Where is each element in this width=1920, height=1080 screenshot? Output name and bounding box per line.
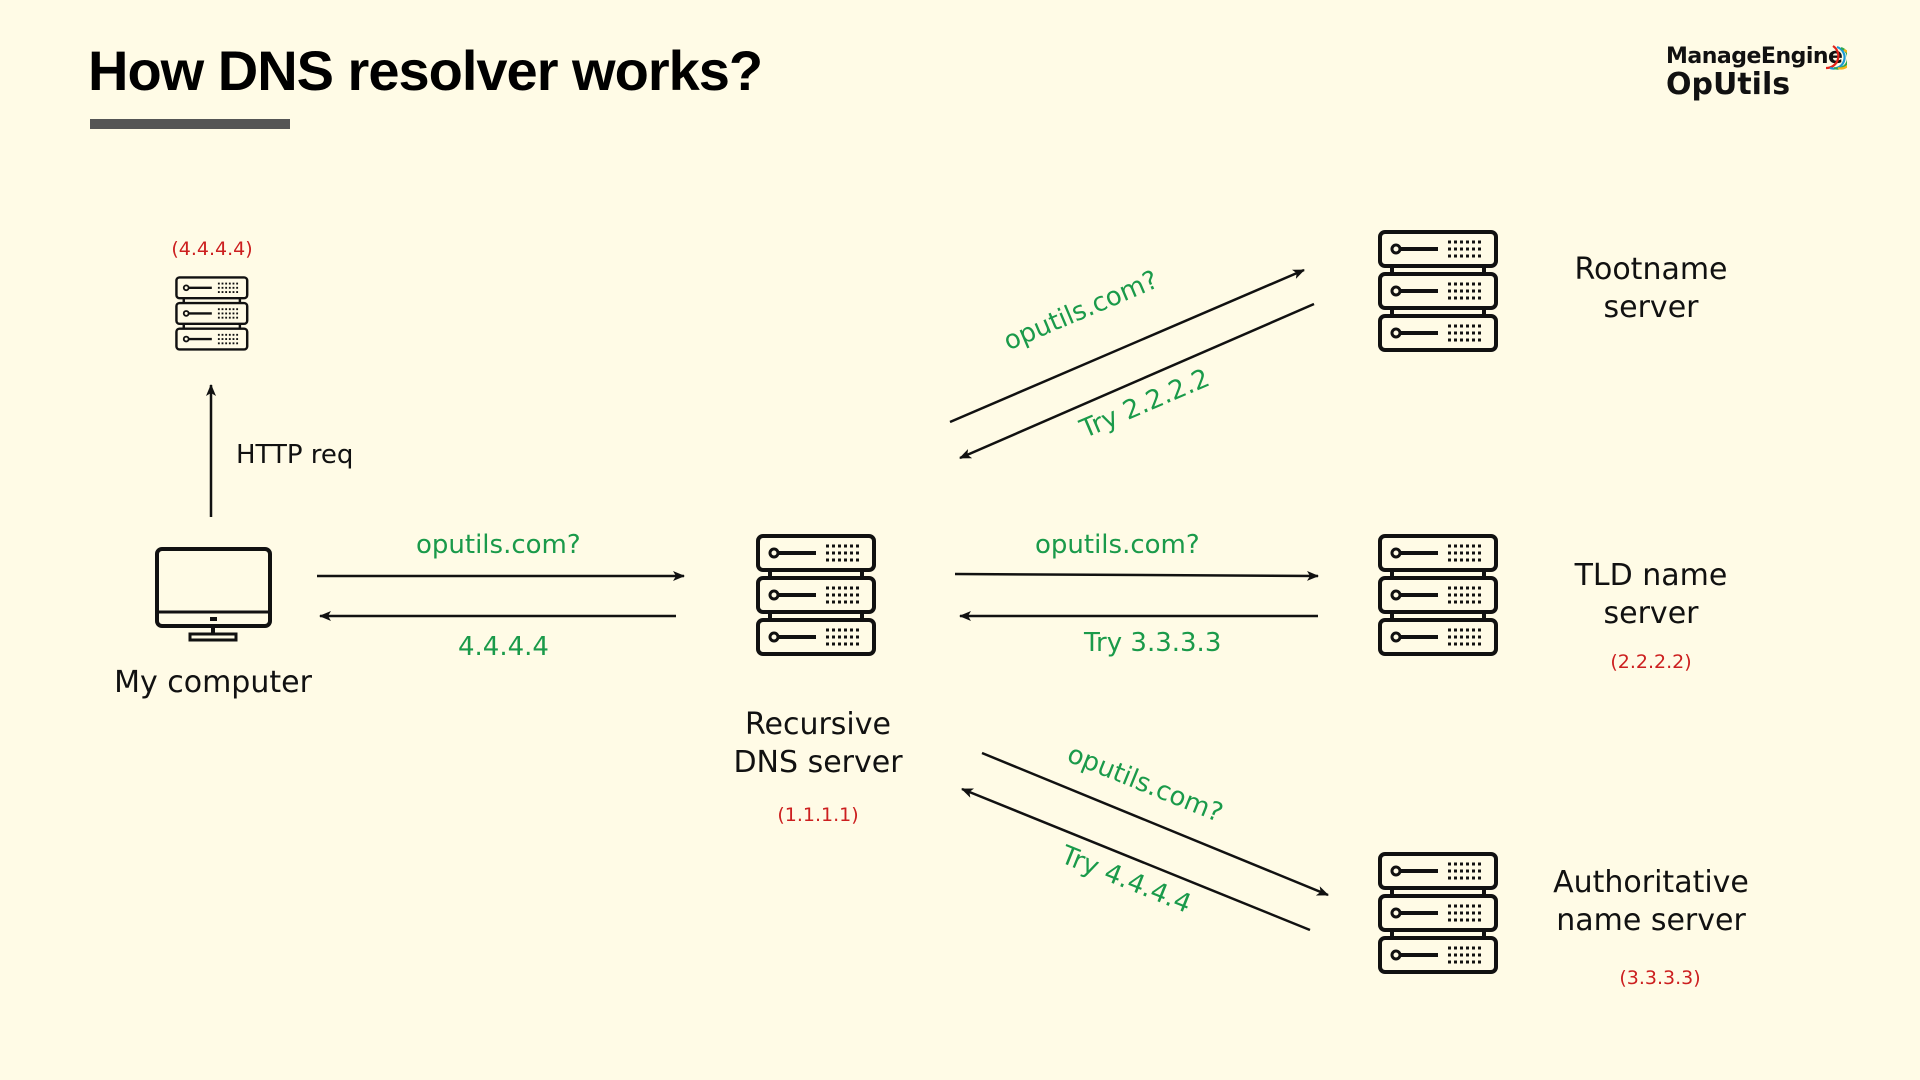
title-underline: [90, 119, 290, 129]
brand-name: ManageEngine: [1666, 44, 1843, 69]
tld-query-label: oputils.com?: [1035, 530, 1200, 560]
my-computer-label: My computer: [114, 665, 312, 700]
recursive-to-root-arrow: [949, 268, 1305, 424]
brand-arc-icon: [1825, 45, 1847, 70]
auth-to-recursive-arrow: [961, 787, 1311, 932]
web-server-ip: (4.4.4.4): [171, 238, 253, 260]
monitor-icon: [155, 547, 272, 642]
tld-server-icon: [1378, 534, 1498, 656]
recursive-ip: (1.1.1.1): [777, 804, 859, 826]
product-name: OpUtils: [1666, 67, 1791, 102]
http-req-label: HTTP req: [236, 440, 354, 470]
pc-answer-label: 4.4.4.4: [458, 632, 549, 662]
recursive-label-line1: Recursive: [745, 707, 891, 742]
recursive-label-line2: DNS server: [733, 745, 903, 780]
authoritative-server-icon: [1378, 852, 1498, 974]
pc-query-label: oputils.com?: [416, 530, 581, 560]
web-server-icon: [175, 276, 249, 351]
auth-label-line1: Authoritative: [1553, 865, 1749, 900]
recursive-to-auth-arrow: [981, 751, 1329, 897]
brand-logo: ManageEngine OpUtils: [1666, 44, 1847, 102]
tld-label-line2: server: [1603, 596, 1699, 631]
page-title: How DNS resolver works?: [88, 39, 763, 102]
auth-label-line2: name server: [1556, 903, 1746, 938]
tld-ip: (2.2.2.2): [1610, 651, 1692, 673]
recursive-dns-server-icon: [756, 534, 876, 656]
root-label-line2: server: [1603, 290, 1699, 325]
tld-answer-label: Try 3.3.3.3: [1084, 628, 1222, 658]
root-label-line1: Rootname: [1574, 252, 1728, 287]
recursive-to-tld-arrow: [954, 570, 1319, 581]
root-to-recursive-arrow: [959, 302, 1315, 460]
auth-ip: (3.3.3.3): [1619, 967, 1701, 989]
tld-label-line1: TLD name: [1574, 558, 1728, 593]
root-server-icon: [1378, 230, 1498, 352]
